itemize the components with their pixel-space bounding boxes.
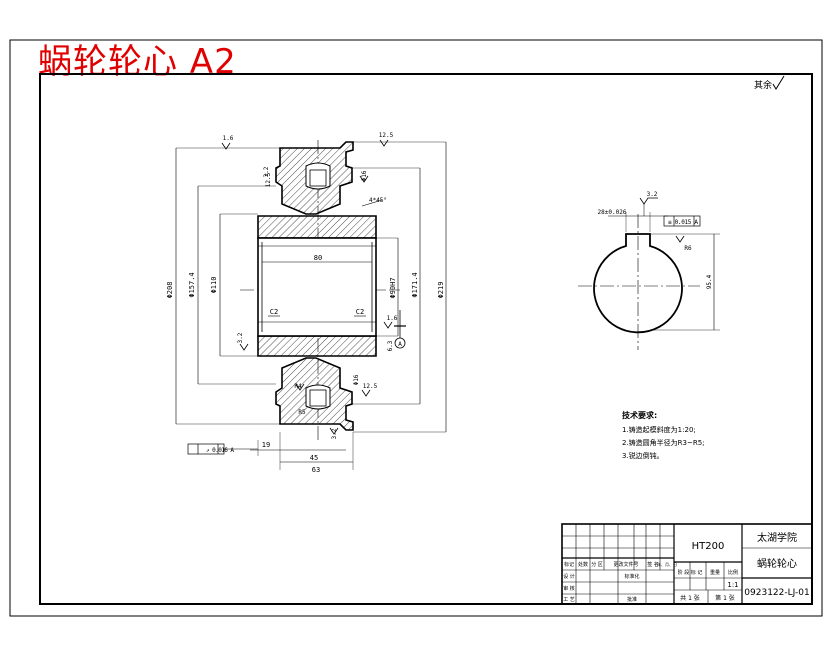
svg-text:12.5: 12.5 — [265, 172, 272, 187]
surface-finish-note: 其余 — [754, 75, 785, 91]
dim-width-63: 63 — [312, 466, 320, 474]
svg-text:重量: 重量 — [710, 569, 720, 576]
svg-text:1.6: 1.6 — [223, 135, 234, 142]
svg-text:R6: R6 — [684, 245, 692, 252]
svg-text:12.5: 12.5 — [363, 383, 378, 390]
section-dimension-labels: Φ208 Φ157.4 Φ110 Φ171.4 Φ219 Φ90H7 45 63… — [166, 132, 445, 474]
dim-outer-diameter: Φ208 — [166, 282, 174, 299]
chamfer-left: C2 — [270, 308, 278, 316]
svg-text:3.2: 3.2 — [647, 191, 658, 198]
svg-text:3.2: 3.2 — [237, 332, 244, 343]
keyway-height: 95.4 — [706, 274, 713, 289]
inner-border — [39, 73, 813, 605]
svg-text:更改文件号: 更改文件号 — [613, 561, 638, 568]
datum-letter: A — [398, 341, 402, 348]
svg-text:12.5: 12.5 — [379, 132, 394, 139]
drawing-number: 0923122-LJ-01 — [744, 588, 809, 598]
svg-text:比例: 比例 — [728, 569, 738, 576]
symmetry-frame: ≡ 0.015 A — [668, 219, 698, 226]
bore-with-keyway — [593, 233, 683, 334]
tech-req-item-3: 3.锐边倒钝。 — [622, 451, 664, 460]
dim-r4: R4 — [294, 383, 302, 390]
dim-bore: Φ90H7 — [389, 277, 397, 298]
svg-text:处数: 处数 — [578, 561, 588, 568]
end-view-labels: 28±0.026 95.4 3.2 R6 ≡ 0.015 A — [598, 191, 713, 289]
tech-req-item-2: 2.铸造圆角半径为R3~R5; — [622, 438, 705, 447]
upper-hub-section — [257, 215, 377, 239]
svg-text:标准化: 标准化 — [624, 573, 639, 580]
svg-text:签 名: 签 名 — [647, 561, 659, 568]
tech-req-heading: 技术要求: — [622, 410, 657, 420]
svg-text:其余: 其余 — [754, 79, 772, 91]
roughness-check-icon — [772, 75, 785, 90]
section-view — [175, 139, 447, 470]
chamfer-top: 4*45° — [369, 197, 387, 204]
dim-rim-diameter: Φ157.4 — [188, 272, 196, 297]
svg-text:阶 段 标 记: 阶 段 标 记 — [678, 569, 703, 576]
svg-text:标记: 标记 — [564, 561, 574, 568]
title-block — [561, 523, 813, 605]
title-block-text: HT200 太湖学院 蜗轮轮心 0923122-LJ-01 1:1 共 1 张 … — [563, 531, 809, 603]
keyway-width: 28±0.026 — [598, 209, 627, 216]
svg-text:设 计: 设 计 — [563, 573, 575, 580]
svg-text:工 艺: 工 艺 — [563, 597, 575, 603]
outer-border — [9, 39, 823, 617]
drawing-title: 蜗轮轮心 A2 — [38, 42, 237, 82]
svg-text:年、月、日: 年、月、日 — [657, 561, 677, 567]
chamfer-right: C2 — [356, 308, 364, 316]
svg-text:1.6: 1.6 — [387, 315, 398, 322]
part-name: 蜗轮轮心 — [757, 557, 797, 570]
svg-text:6.3: 6.3 — [387, 340, 394, 351]
bore-outline — [257, 237, 377, 337]
end-view — [578, 197, 720, 350]
dim-flange: Φ219 — [437, 282, 445, 299]
svg-text:3.2: 3.2 — [263, 166, 270, 177]
school-name: 太湖学院 — [757, 531, 797, 544]
dim-bore-left: Φ110 — [210, 277, 218, 294]
svg-text:批准: 批准 — [627, 596, 637, 603]
svg-text:Φ16: Φ16 — [361, 170, 368, 181]
tech-req-item-1: 1.铸造起模斜度为1:20; — [622, 425, 696, 434]
svg-text:Φ16: Φ16 — [353, 374, 360, 385]
svg-text:3.2: 3.2 — [331, 428, 338, 439]
dim-width-45: 45 — [310, 454, 318, 462]
dim-offset: 19 — [262, 441, 270, 449]
svg-text:分 区: 分 区 — [591, 561, 603, 568]
scale: 1:1 — [727, 581, 738, 589]
svg-text:审 核: 审 核 — [563, 585, 575, 592]
sheet-total: 共 1 张 — [680, 594, 700, 602]
lower-hub-section — [257, 335, 377, 357]
material: HT200 — [692, 541, 725, 552]
runout-frame: ↗ 0.016 A — [206, 447, 234, 454]
dim-r5: R5 — [298, 409, 306, 416]
dim-hub-right: Φ171.4 — [411, 272, 419, 297]
dim-hub-length: 80 — [314, 254, 322, 262]
sheet-number: 第 1 张 — [715, 594, 735, 602]
technical-requirements: 技术要求: 1.铸造起模斜度为1:20; 2.铸造圆角半径为R3~R5; 3.锐… — [622, 410, 705, 460]
